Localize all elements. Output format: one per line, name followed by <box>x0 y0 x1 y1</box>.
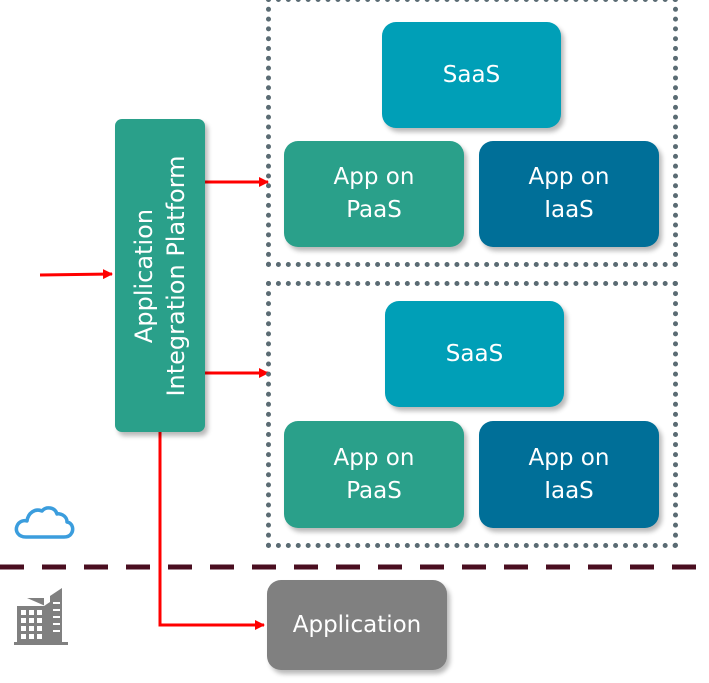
platform-label-line2: Integration Platform <box>162 154 190 397</box>
on-premise-application[interactable]: Application <box>267 580 447 670</box>
iaas-label-line2: IaaS <box>544 197 594 223</box>
arrow-to-application <box>158 432 265 630</box>
iaas-box-1[interactable]: App on IaaS <box>479 141 659 247</box>
platform-label-line1: Application <box>130 208 158 343</box>
cloud-zone-2 <box>266 281 678 548</box>
paas-box-2[interactable]: App on PaaS <box>284 421 464 528</box>
cloud-icon <box>14 506 75 539</box>
paas-label-line2: PaaS <box>346 197 402 223</box>
iaas-label-line2: IaaS <box>544 477 594 504</box>
inbound-arrow <box>39 269 113 280</box>
saas-label: SaaS <box>445 340 504 367</box>
saas-label: SaaS <box>442 61 501 88</box>
paas-label-line1: App on <box>333 444 415 471</box>
iaas-box-2[interactable]: App on IaaS <box>479 421 659 528</box>
application-label: Application <box>292 611 422 638</box>
saas-box-1[interactable]: SaaS <box>382 22 561 128</box>
saas-box-2[interactable]: SaaS <box>385 301 564 407</box>
iaas-label-line1: App on <box>528 444 610 471</box>
application-integration-platform[interactable]: Application Integration Platform <box>115 119 205 432</box>
building-icon <box>14 588 68 645</box>
cloud-zone-1 <box>266 0 678 267</box>
paas-box-1[interactable]: App on PaaS <box>284 141 464 247</box>
iaas-label-line1: App on <box>528 164 610 190</box>
paas-label-line1: App on <box>333 164 415 190</box>
platform-label: Application Integration Platform <box>128 155 192 396</box>
paas-label-line2: PaaS <box>346 477 402 504</box>
